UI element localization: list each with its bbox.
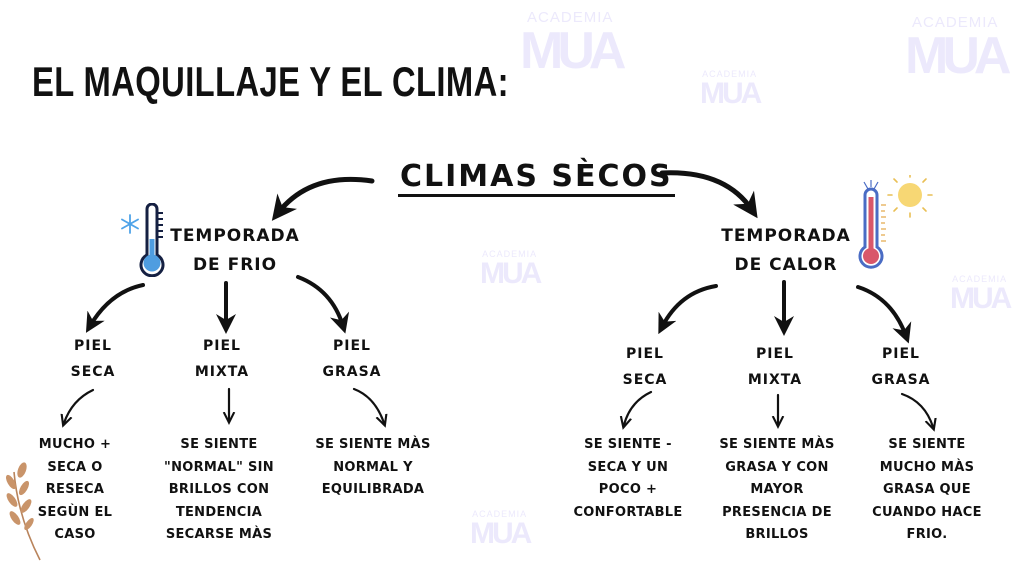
thermometer-cold-icon	[121, 203, 165, 277]
skin-label-line2: MIXTA	[747, 372, 803, 388]
arrow-to-frio	[271, 176, 375, 221]
page-title: EL MAQUILLAJE Y EL CLIMA:	[32, 58, 509, 105]
season-label-line2: DE CALOR	[734, 255, 838, 275]
desc-line: RESECA	[45, 482, 105, 497]
desc-frio-grasa: SE SIENTE MÀS NORMAL Y EQUILIBRADA	[308, 434, 438, 502]
skin-frio-seca: PIEL SECA	[48, 333, 138, 385]
arrow-frio-seca	[85, 283, 145, 333]
skin-calor-mixta: PIEL MIXTA	[730, 341, 820, 393]
arrow-calor-grasa	[856, 285, 912, 344]
skin-label-line2: SECA	[70, 364, 116, 380]
desc-line: "NORMAL" SIN	[164, 459, 274, 475]
arrow-frio-grasa-desc	[352, 387, 384, 423]
skin-calor-seca: PIEL SECA	[600, 341, 690, 393]
skin-label-line1: PIEL	[203, 338, 241, 354]
desc-line: FRIO.	[906, 527, 948, 542]
skin-label-line1: PIEL	[626, 346, 664, 362]
desc-frio-seca: MUCHO + SECA O RESECA SEGÙN EL CASO	[20, 434, 130, 547]
season-label-line2: DE FRIO	[192, 255, 278, 275]
skin-frio-mixta: PIEL MIXTA	[177, 333, 267, 385]
desc-line: BRILLOS CON	[168, 482, 270, 497]
desc-calor-seca: SE SIENTE - SECA Y UN POCO + CONFORTABLE	[566, 434, 690, 524]
arrow-to-calor	[659, 170, 758, 219]
skin-label-line1: PIEL	[882, 346, 920, 362]
desc-calor-mixta: SE SIENTE MÀS GRASA Y CON MAYOR PRESENCI…	[712, 434, 842, 547]
sun-icon	[887, 175, 933, 218]
desc-line: SE SIENTE	[888, 437, 966, 452]
desc-line: CASO	[54, 527, 96, 542]
desc-line: SECARSE MÀS	[165, 527, 273, 542]
skin-label-line1: PIEL	[333, 338, 371, 354]
skin-label-line2: GRASA	[322, 364, 382, 380]
skin-label-line2: MIXTA	[194, 364, 250, 380]
arrow-calor-seca-desc	[624, 390, 653, 425]
skin-label-line2: GRASA	[871, 372, 931, 388]
desc-line: PRESENCIA DE	[722, 504, 832, 520]
thermometer-hot-icon	[858, 175, 933, 269]
desc-calor-grasa: SE SIENTE MUCHO MÀS GRASA QUE CUANDO HAC…	[862, 434, 992, 547]
desc-line: SECA O	[47, 459, 103, 475]
desc-line: SE SIENTE -	[584, 437, 672, 452]
wheat-branch-icon	[5, 462, 41, 561]
skin-frio-grasa: PIEL GRASA	[307, 333, 397, 385]
desc-line: TENDENCIA	[175, 504, 263, 520]
season-frio: TEMPORADA DE FRIO	[170, 222, 300, 280]
season-label-line1: TEMPORADA	[170, 226, 300, 246]
desc-line: MUCHO +	[38, 437, 112, 452]
desc-line: CUANDO HACE	[872, 504, 982, 520]
arrow-calor-grasa-desc	[900, 392, 933, 427]
desc-line: GRASA Y CON	[725, 459, 829, 475]
skin-calor-grasa: PIEL GRASA	[856, 341, 946, 393]
skin-label-line1: PIEL	[74, 338, 112, 354]
desc-line: SEGÙN EL	[37, 504, 113, 520]
desc-line: NORMAL Y	[333, 459, 413, 475]
desc-line: POCO +	[598, 482, 658, 497]
desc-line: EQUILIBRADA	[321, 482, 425, 497]
desc-line: SE SIENTE	[180, 437, 258, 452]
desc-line: BRILLOS	[745, 527, 809, 542]
desc-line: GRASA QUE	[883, 482, 971, 497]
desc-line: MAYOR	[750, 482, 804, 497]
skin-label-line2: SECA	[622, 372, 668, 388]
season-label-line1: TEMPORADA	[721, 226, 851, 246]
skin-label-line1: PIEL	[756, 346, 794, 362]
arrow-frio-seca-desc	[64, 388, 95, 423]
desc-line: CONFORTABLE	[573, 504, 683, 520]
season-calor: TEMPORADA DE CALOR	[721, 222, 851, 280]
desc-line: SECA Y UN	[587, 459, 669, 475]
desc-frio-mixta: SE SIENTE "NORMAL" SIN BRILLOS CON TENDE…	[154, 434, 284, 547]
desc-line: SE SIENTE MÀS	[719, 437, 835, 452]
arrow-calor-seca	[658, 284, 718, 335]
main-node-climas-secos: CLIMAS SÈCOS	[398, 160, 675, 197]
snowflake-icon	[121, 214, 139, 234]
desc-line: SE SIENTE MÀS	[315, 437, 431, 452]
arrow-frio-grasa	[296, 275, 350, 334]
desc-line: MUCHO MÀS	[879, 459, 975, 475]
